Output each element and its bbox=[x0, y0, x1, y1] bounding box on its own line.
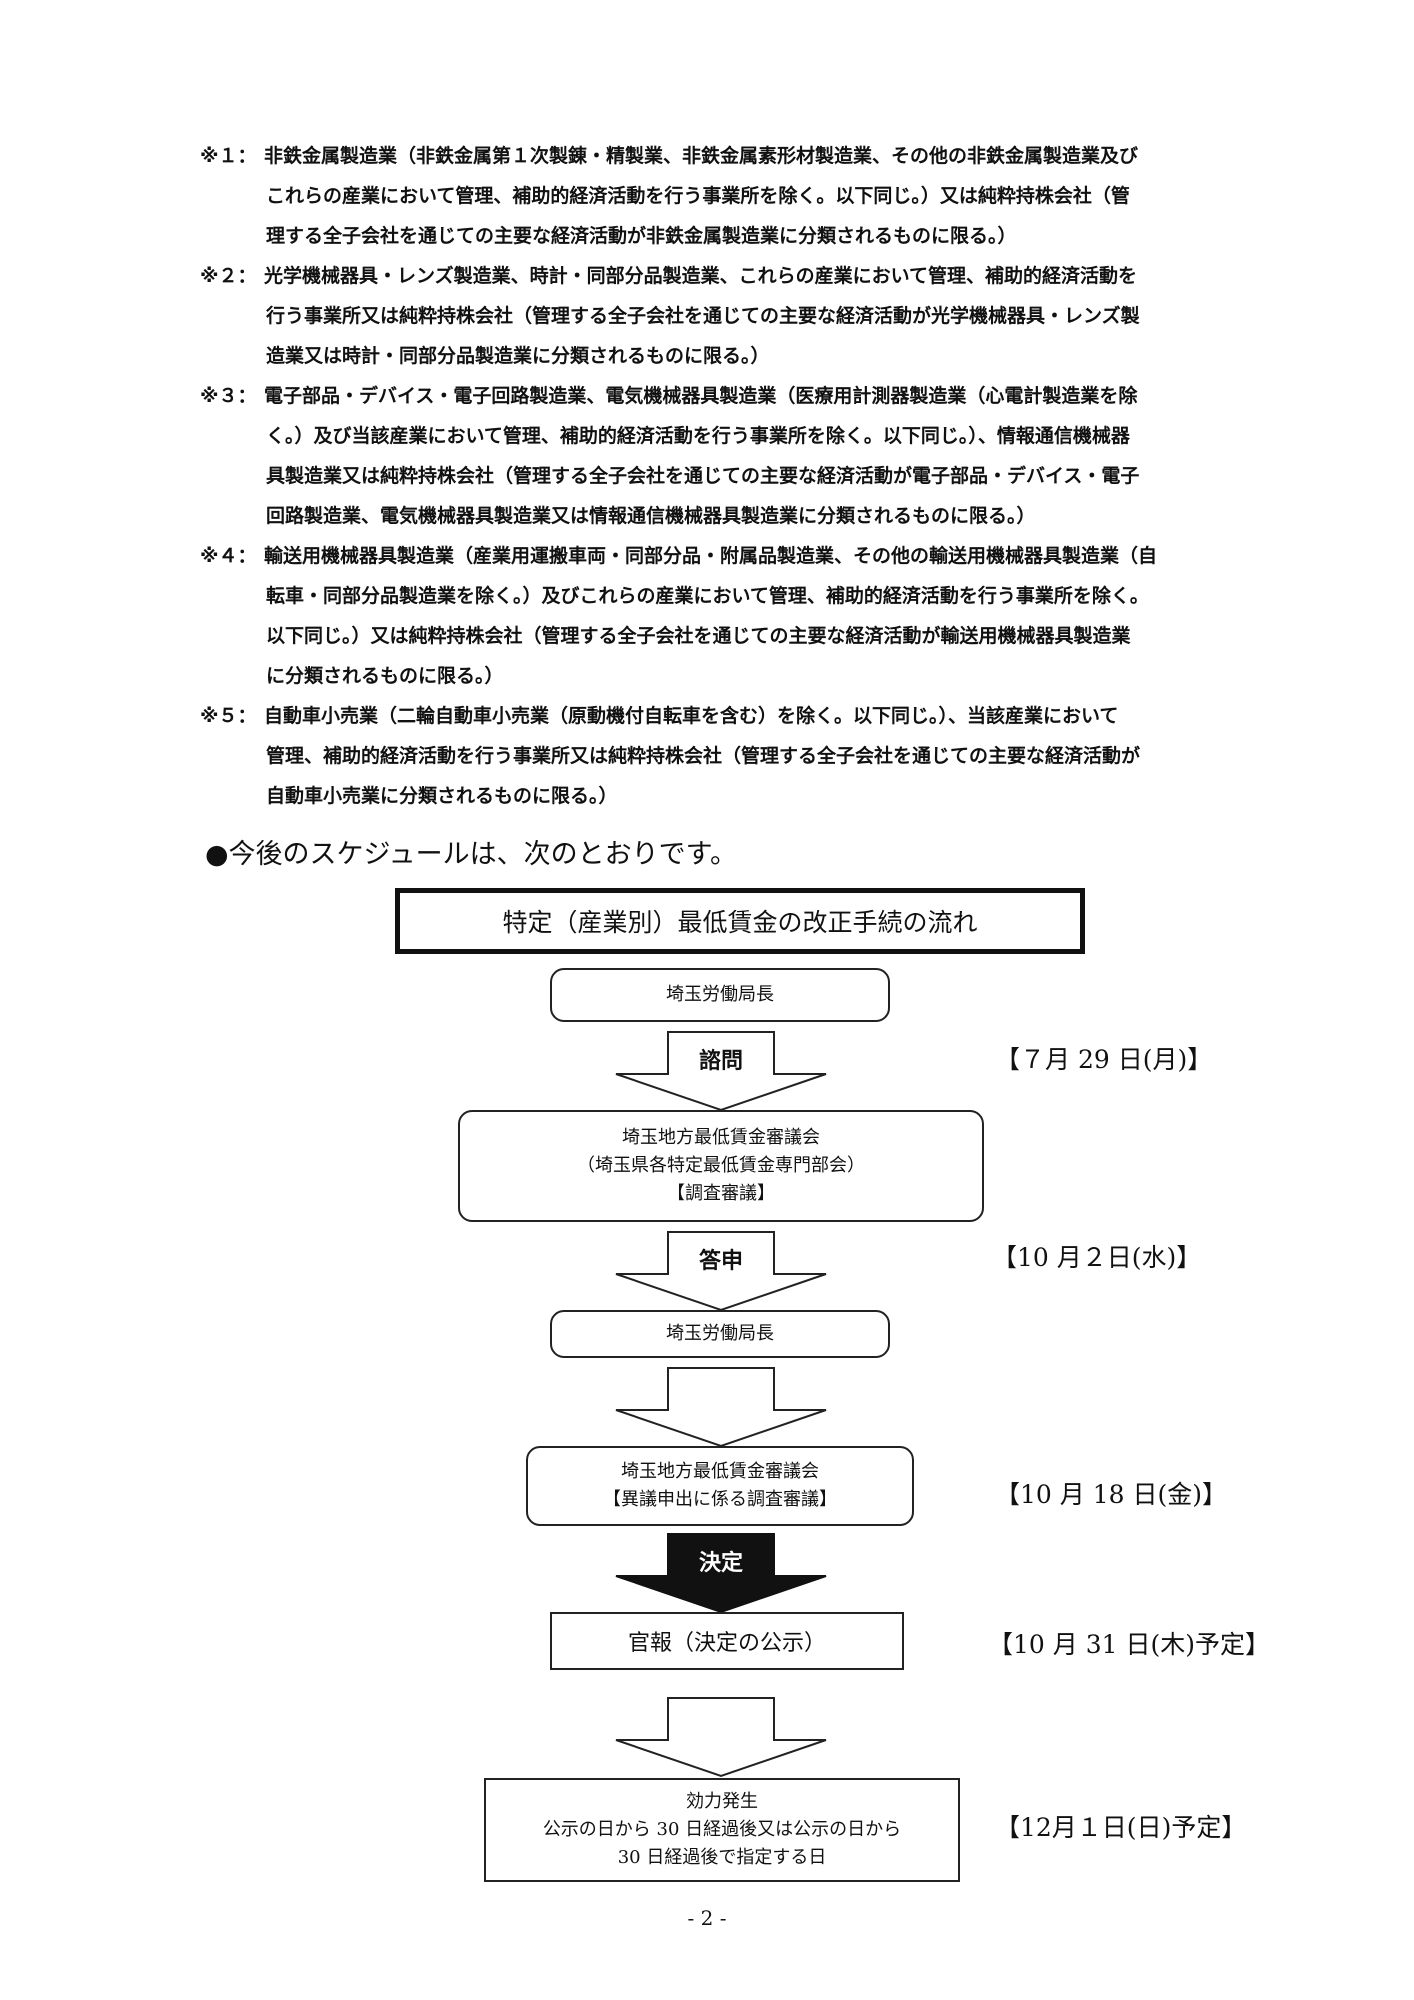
step-label: 埼玉地方最低賃金審議会 bbox=[622, 1127, 820, 1148]
step-box-council-2: 埼玉地方最低賃金審議会 【異議申出に係る調査審議】 bbox=[526, 1446, 914, 1526]
arrow-down-icon bbox=[615, 1697, 827, 1778]
schedule-heading: ●今後のスケジュールは、次のとおりです。 bbox=[205, 839, 737, 870]
footnote-2: ※２： 光学機械器具・レンズ製造業、時計・同部分品製造業、これらの産業において管… bbox=[200, 256, 1260, 376]
step-box-labour-director-2: 埼玉労働局長 bbox=[550, 1310, 890, 1358]
arrow-down-icon bbox=[615, 1231, 827, 1312]
footnote-line: く。）及び当該産業において管理、補助的経済活動を行う事業所を除く。以下同じ。）、… bbox=[266, 425, 1130, 447]
footnote-line: 非鉄金属製造業（非鉄金属第１次製錬・精製業、非鉄金属素形材製造業、その他の非鉄金… bbox=[264, 145, 1139, 167]
step-label: 【異議申出に係る調査審議】 bbox=[603, 1489, 837, 1510]
arrow-down-icon bbox=[615, 1031, 827, 1112]
footnote-mark: ※５： bbox=[200, 705, 257, 727]
step-box-labour-director-1: 埼玉労働局長 bbox=[550, 968, 890, 1022]
footnote-4: ※４： 輸送用機械器具製造業（産業用運搬車両・同部分品・附属品製造業、その他の輸… bbox=[200, 536, 1260, 696]
footnote-mark: ※３： bbox=[200, 385, 257, 407]
step-label: 埼玉地方最低賃金審議会 bbox=[621, 1461, 819, 1482]
footnote-line: 行う事業所又は純粋持株会社（管理する全子会社を通じての主要な経済活動が光学機械器… bbox=[266, 305, 1140, 327]
step-label: 埼玉労働局長 bbox=[666, 1323, 774, 1344]
step-box-effective: 効力発生 公示の日から 30 日経過後又は公示の日から 30 日経過後で指定する… bbox=[484, 1778, 960, 1882]
flow-title: 特定（産業別）最低賃金の改正手続の流れ bbox=[502, 908, 978, 937]
flow-title-box: 特定（産業別）最低賃金の改正手続の流れ bbox=[395, 888, 1085, 954]
footnote-line: 転車・同部分品製造業を除く。）及びこれらの産業において管理、補助的経済活動を行う… bbox=[266, 585, 1149, 607]
footnote-5: ※５： 自動車小売業（二輪自動車小売業（原動機付自転車を含む）を除く。以下同じ。… bbox=[200, 696, 1260, 816]
arrow-down-icon bbox=[615, 1367, 827, 1448]
arrow-down-solid-icon bbox=[615, 1533, 827, 1614]
footnote-line: 電子部品・デバイス・電子回路製造業、電気機械器具製造業（医療用計測器製造業（心電… bbox=[264, 385, 1138, 407]
footnote-mark: ※４： bbox=[200, 545, 257, 567]
footnote-line: 以下同じ。）又は純粋持株会社（管理する全子会社を通じての主要な経済活動が輸送用機… bbox=[266, 625, 1131, 647]
step-label: 30 日経過後で指定する日 bbox=[617, 1847, 827, 1868]
footnote-3: ※３： 電子部品・デバイス・電子回路製造業、電気機械器具製造業（医療用計測器製造… bbox=[200, 376, 1260, 536]
footnote-line: 自動車小売業に分類されるものに限る。） bbox=[266, 785, 618, 807]
footnote-line: 自動車小売業（二輪自動車小売業（原動機付自転車を含む）を除く。以下同じ。）、当該… bbox=[264, 705, 1119, 727]
footnote-mark: ※１： bbox=[200, 145, 257, 167]
footnote-line: 理する全子会社を通じての主要な経済活動が非鉄金属製造業に分類されるものに限る。） bbox=[266, 225, 1017, 247]
step-box-gazette: 官報（決定の公示） bbox=[550, 1612, 904, 1670]
footnote-line: 輸送用機械器具製造業（産業用運搬車両・同部分品・附属品製造業、その他の輸送用機械… bbox=[264, 545, 1158, 567]
step-label: 【調査審議】 bbox=[667, 1183, 775, 1204]
footnote-1: ※１： 非鉄金属製造業（非鉄金属第１次製錬・精製業、非鉄金属素形材製造業、その他… bbox=[200, 136, 1260, 256]
footnote-line: これらの産業において管理、補助的経済活動を行う事業所を除く。以下同じ。）又は純粋… bbox=[266, 185, 1130, 207]
step-box-council-1: 埼玉地方最低賃金審議会 （埼玉県各特定最低賃金専門部会） 【調査審議】 bbox=[458, 1110, 984, 1222]
footnote-line: 具製造業又は純粋持株会社（管理する全子会社を通じての主要な経済活動が電子部品・デ… bbox=[266, 465, 1140, 487]
step-label: 効力発生 bbox=[686, 1791, 758, 1812]
page-number: - 2 - bbox=[687, 1906, 727, 1930]
arrow-label-inquiry: 諮問 bbox=[698, 1049, 743, 1074]
date-report: 【10 月２日(水)】 bbox=[992, 1243, 1202, 1272]
footnote-line: 管理、補助的経済活動を行う事業所又は純粋持株会社（管理する全子会社を通じての主要… bbox=[266, 745, 1141, 767]
footnote-mark: ※２： bbox=[200, 265, 257, 287]
arrow-label-report: 答申 bbox=[698, 1249, 743, 1274]
footnote-line: 光学機械器具・レンズ製造業、時計・同部分品製造業、これらの産業において管理、補助… bbox=[264, 265, 1138, 287]
step-label: 公示の日から 30 日経過後又は公示の日から bbox=[542, 1819, 902, 1840]
footnote-line: 回路製造業、電気機械器具製造業又は情報通信機械器具製造業に分類されるものに限る。… bbox=[266, 505, 1036, 527]
arrow-label-decision: 決定 bbox=[698, 1551, 743, 1576]
footnote-line: 造業又は時計・同部分品製造業に分類されるものに限る。） bbox=[266, 345, 770, 367]
date-effective: 【12月１日(日)予定】 bbox=[995, 1813, 1247, 1842]
date-objection-review: 【10 月 18 日(金)】 bbox=[995, 1480, 1227, 1509]
footnote-line: に分類されるものに限る。） bbox=[266, 665, 504, 687]
step-label: 埼玉労働局長 bbox=[666, 984, 774, 1005]
step-label: 官報（決定の公示） bbox=[627, 1631, 826, 1656]
footnotes: ※１： 非鉄金属製造業（非鉄金属第１次製錬・精製業、非鉄金属素形材製造業、その他… bbox=[200, 136, 1260, 816]
step-label: （埼玉県各特定最低賃金専門部会） bbox=[577, 1155, 865, 1176]
date-gazette: 【10 月 31 日(木)予定】 bbox=[988, 1630, 1270, 1659]
date-inquiry: 【７月 29 日(月)】 bbox=[995, 1045, 1213, 1074]
